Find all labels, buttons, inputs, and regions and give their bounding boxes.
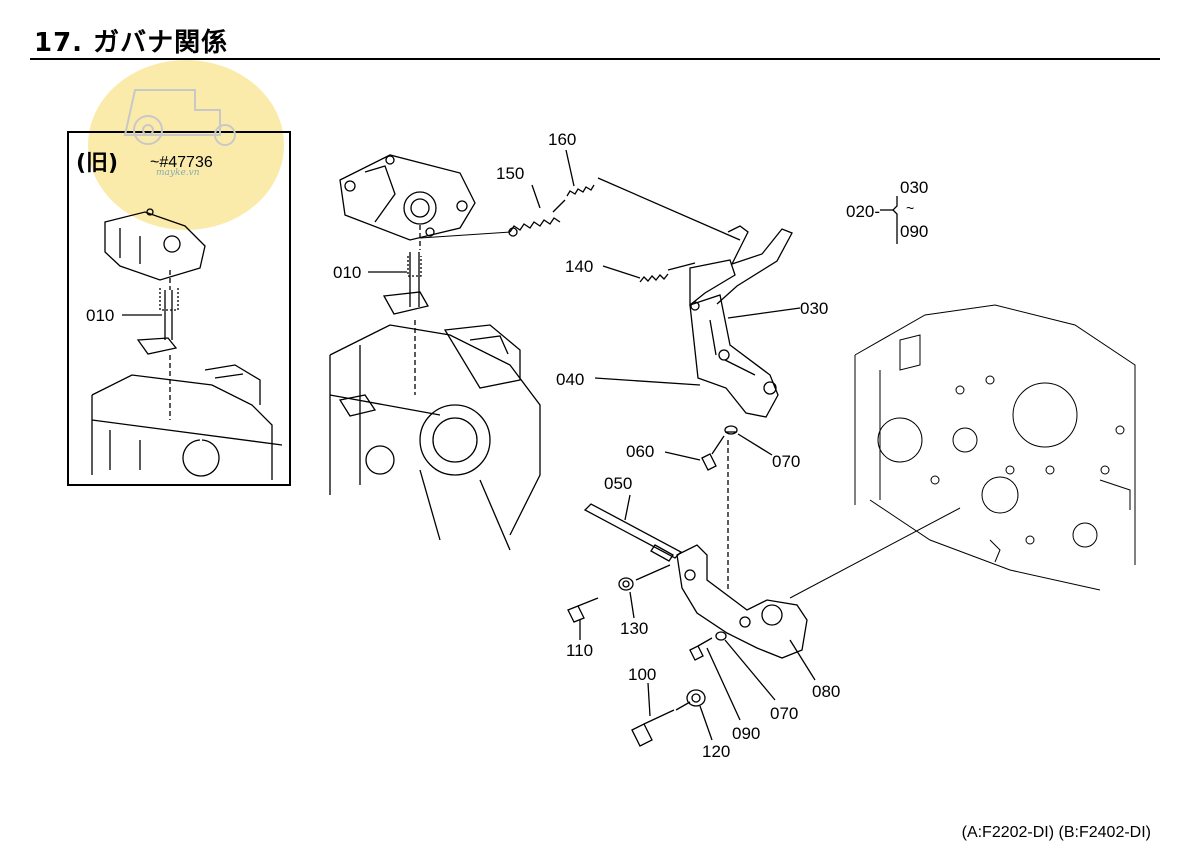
part-label-100: 100 (628, 665, 657, 684)
shaft-050 (583, 503, 683, 562)
group-bracket (892, 196, 898, 244)
group-label-from: 030 (900, 178, 929, 197)
part-label-160: 160 (548, 130, 577, 149)
part-label-150: 150 (496, 164, 525, 183)
inset-governor-cover (104, 208, 206, 281)
part-label-110: 110 (566, 641, 594, 660)
watermark-text: mayke.vn (156, 168, 200, 178)
part-label-030: 030 (800, 299, 829, 318)
part-label-040: 040 (556, 370, 585, 389)
part-label-050: 050 (604, 474, 633, 493)
engine-block-left (329, 324, 541, 551)
part-label-080: 080 (812, 682, 841, 701)
washer-130 (618, 577, 634, 591)
page-title: 17. ガバナ関係 (34, 28, 229, 58)
spring-150 (508, 217, 561, 237)
bolt-110 (567, 597, 599, 623)
part-label-010: 010 (333, 263, 362, 282)
bracket-080 (676, 544, 808, 659)
title-rule (30, 58, 1160, 60)
spring-140 (639, 273, 669, 283)
washer-070 (724, 425, 738, 435)
governor-cover (339, 154, 476, 241)
governor-lever-030 (689, 225, 793, 311)
washer-070b (715, 631, 727, 641)
bolt-100 (631, 709, 675, 747)
engine-block-right (854, 304, 1136, 591)
bolt-060 (701, 435, 725, 471)
group-label-tilde: ~ (906, 200, 915, 216)
part-label-120: 120 (702, 742, 731, 761)
inset-part-label-010: 010 (86, 306, 115, 325)
governor-lever-040 (689, 294, 779, 418)
washer-120 (686, 689, 706, 707)
tractor-icon (123, 89, 236, 146)
group-label-to: 090 (900, 222, 929, 241)
part-label-070-lower: 070 (770, 704, 799, 723)
inset-lever-shaft (136, 288, 179, 355)
lever-shaft-010 (382, 252, 429, 315)
group-label-parent: 020- (846, 202, 881, 221)
spring-160 (566, 184, 595, 197)
inset-old-label: (旧) (76, 151, 119, 176)
model-footer: (A:F2202-DI) (B:F2402-DI) (961, 824, 1151, 841)
inset-engine-block (91, 364, 283, 480)
part-label-140: 140 (565, 257, 594, 276)
bolt-090 (689, 637, 713, 661)
part-label-090: 090 (732, 724, 761, 743)
part-label-130: 130 (620, 619, 649, 638)
part-label-060: 060 (626, 442, 655, 461)
inset-old-version (67, 131, 291, 486)
watermark-badge (88, 60, 284, 230)
inset-serial-range: ~#47736 (150, 154, 213, 171)
part-label-070-upper: 070 (772, 452, 801, 471)
